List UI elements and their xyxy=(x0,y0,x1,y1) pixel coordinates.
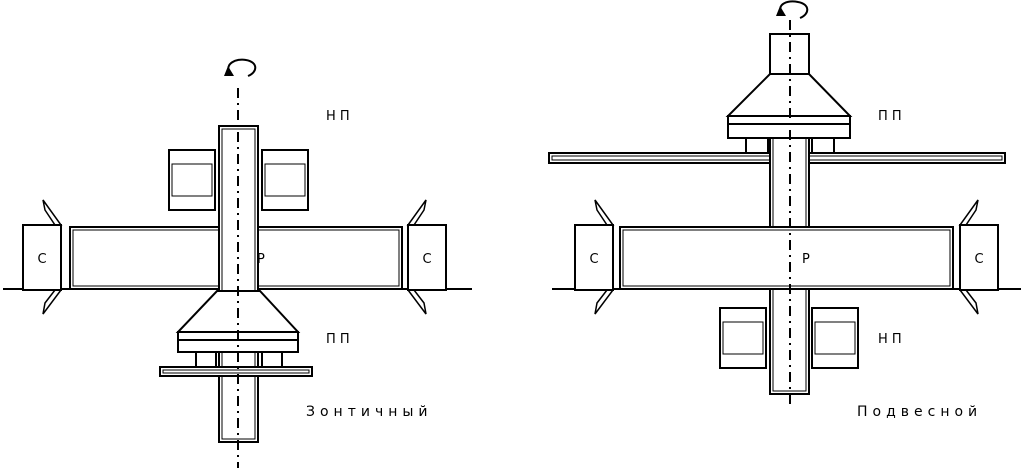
caption-left: Зонтичный xyxy=(306,404,433,420)
stator-left-label-right: С xyxy=(589,252,598,267)
upper-bearing-left xyxy=(168,149,309,211)
rotor-right xyxy=(619,226,954,290)
rotor-label-left: Р xyxy=(257,252,265,267)
caption-right: Подвесной xyxy=(857,404,982,420)
lower-bearing-label-right: Н П xyxy=(878,332,902,347)
stator-left-left xyxy=(22,199,63,315)
suspended-generator-diagram: С С Р П П Н П Подвесной xyxy=(548,0,1021,420)
stator-right-label-right: С xyxy=(974,252,983,267)
stator-right-left xyxy=(406,199,447,315)
rotor-label-right: Р xyxy=(802,252,810,267)
rotation-arrow-right xyxy=(776,0,809,19)
stator-left-label-left: С xyxy=(37,252,46,267)
stator-left-right xyxy=(574,199,615,315)
stator-right-label-left: С xyxy=(422,252,431,267)
shaft-left xyxy=(218,125,259,443)
umbrella-generator-diagram: С С Р Н П П П Зонтичный xyxy=(3,58,472,468)
rotation-arrow-left xyxy=(224,58,257,77)
upper-bearing-label-right: П П xyxy=(878,109,902,124)
upper-bearing-label-left: Н П xyxy=(326,109,350,124)
lower-bearing-right xyxy=(719,307,859,369)
stator-right-right xyxy=(958,199,999,315)
lower-bearing-label-left: П П xyxy=(326,332,350,347)
